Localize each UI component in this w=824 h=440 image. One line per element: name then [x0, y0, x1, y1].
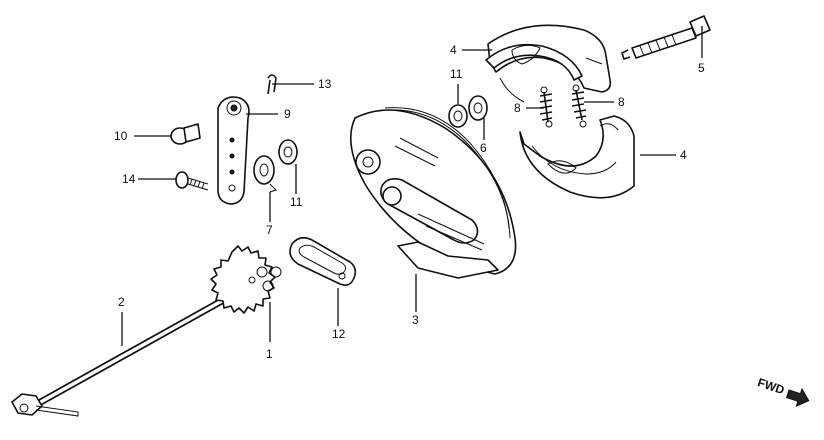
callout-7: 7: [266, 223, 273, 237]
callout-13: 13: [318, 77, 332, 91]
plate-part-12: [289, 236, 357, 286]
washer-part-7: [253, 155, 277, 193]
brake-shoe-upper-part-4: [485, 24, 612, 103]
callout-4-upper: 4: [450, 43, 457, 57]
camshaft-part-5: [621, 15, 711, 60]
fwd-arrow-icon: [785, 387, 810, 407]
callout-5: 5: [698, 61, 705, 75]
axle-part-2: [11, 284, 247, 417]
seal-part-6: [468, 95, 488, 121]
callout-14: 14: [122, 172, 136, 186]
callout-12: 12: [332, 327, 346, 341]
washer-part-11-lower: [278, 139, 298, 165]
callout-labels: 1 2 3 4 4 5 6 7 8 8 9 10 11 11 12 13 14: [114, 43, 705, 361]
sprocket-part-1: [210, 245, 282, 314]
callout-9: 9: [284, 107, 291, 121]
fwd-label: FWD: [756, 375, 787, 397]
callout-11-upper: 11: [450, 67, 463, 81]
callout-10: 10: [114, 129, 128, 143]
brake-arm-part-9: [217, 96, 250, 205]
callout-1: 1: [266, 347, 273, 361]
callout-6: 6: [480, 141, 487, 155]
brake-shoe-lower-part-4: [519, 115, 635, 199]
leader-lines: [121, 26, 703, 346]
callout-8-right: 8: [618, 95, 625, 109]
callout-4-lower: 4: [680, 148, 687, 162]
springs-part-8: [539, 84, 587, 128]
callout-3: 3: [412, 313, 419, 327]
bolt-part-14: [175, 171, 209, 191]
callout-2: 2: [118, 295, 125, 309]
bolt-part-10: [170, 123, 201, 145]
brake-panel-part-3: [349, 107, 517, 279]
forward-direction-indicator: FWD: [756, 375, 810, 407]
washer-part-11-upper: [448, 104, 468, 128]
cotter-pin-part-13: [267, 74, 277, 95]
callout-8-left: 8: [514, 101, 521, 115]
callout-11-lower: 11: [290, 195, 303, 209]
